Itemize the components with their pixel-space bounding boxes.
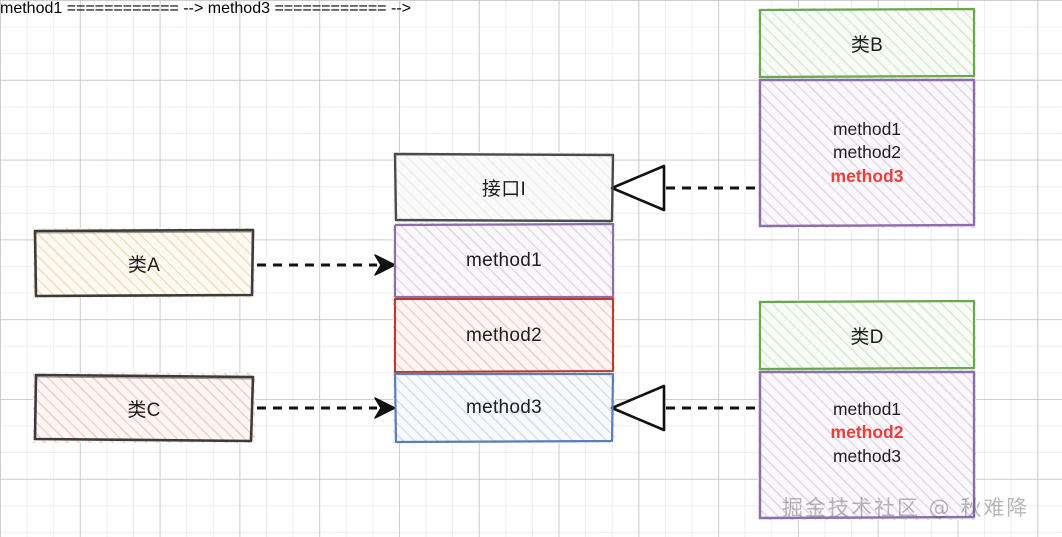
class-c-node[interactable]: 类C <box>33 373 255 443</box>
interface-i-row-method1[interactable]: method1 <box>393 222 615 299</box>
class-d-method-2: method2 <box>830 422 904 443</box>
connector-class-b-to-interface <box>610 164 760 212</box>
class-b-method-1: method1 <box>832 119 902 140</box>
class-d-body[interactable]: method1 method2 method3 <box>758 370 976 520</box>
connector-class-a-to-method1 <box>257 254 396 276</box>
connector-class-d-to-method3 <box>610 384 760 432</box>
interface-i-method3-label: method3 <box>465 397 543 418</box>
class-d-method-list: method1 method2 method3 <box>831 398 904 467</box>
class-b-method-list: method1 method2 method3 <box>831 118 904 187</box>
class-d-method-3: method3 <box>832 445 902 466</box>
class-d-method-1: method1 <box>832 399 902 420</box>
class-b-header[interactable]: 类B <box>758 7 976 79</box>
class-a-node[interactable]: 类A <box>33 228 255 298</box>
interface-i-title: 接口I <box>481 179 527 200</box>
interface-i-header[interactable]: 接口I <box>393 152 615 223</box>
class-d-title: 类D <box>850 326 884 348</box>
class-a-label: 类A <box>127 254 161 276</box>
interface-i-method2-label: method2 <box>465 324 543 346</box>
interface-i-row-method2[interactable]: method2 <box>393 297 615 374</box>
class-b-title: 类B <box>850 34 884 56</box>
class-c-label: 类C <box>127 399 161 421</box>
class-b-method-2: method2 <box>832 142 902 163</box>
connector-class-c-to-method3 <box>257 397 396 419</box>
interface-i-method1-label: method1 <box>465 249 543 271</box>
interface-i-row-method3[interactable]: method3 <box>393 372 615 444</box>
class-d-header[interactable]: 类D <box>758 299 976 371</box>
class-b-body[interactable]: method1 method2 method3 <box>758 78 976 228</box>
class-b-method-3: method3 <box>830 165 904 186</box>
